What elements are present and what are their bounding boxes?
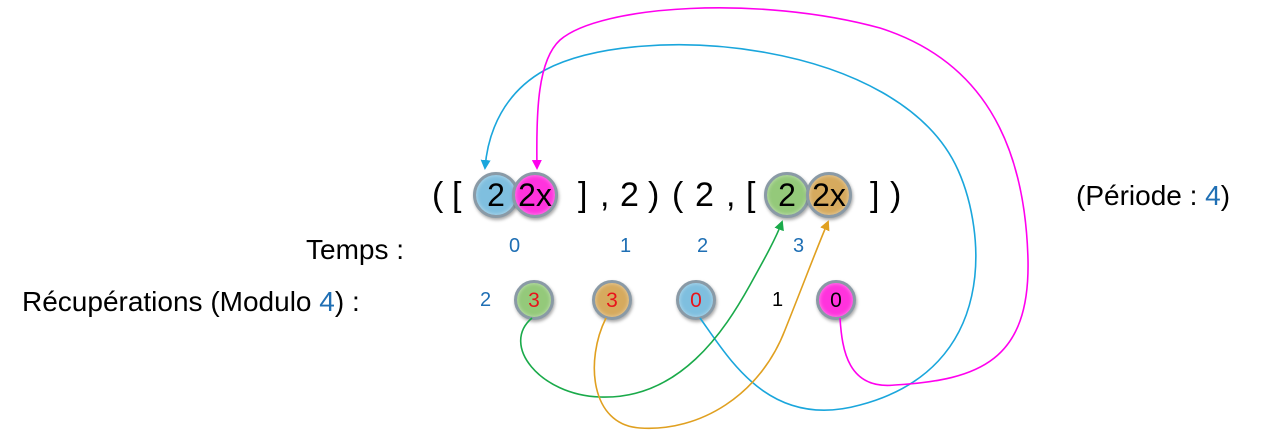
period-suffix: ) (1220, 180, 1231, 211)
blue-throw-arrow (480, 44, 977, 411)
temps-label: Temps : (306, 234, 405, 265)
recup-item-4: 1 (772, 289, 784, 311)
temps-value-1: 1 (620, 235, 632, 257)
ball-2x-magenta-label: 2x (518, 177, 552, 213)
close-bracket-1: ] (578, 176, 588, 214)
magenta-throw-arrow (531, 7, 1029, 387)
recup-item-1: 3 (528, 288, 540, 312)
recup-item-2: 3 (606, 288, 618, 312)
green-throw-arrow (519, 220, 784, 398)
close-bracket-2: ] (870, 176, 880, 214)
recup-item-0: 2 (480, 289, 492, 311)
open-paren-2: ( (672, 176, 684, 214)
recuperations-label: Récupérations (Modulo 4) : (22, 288, 360, 316)
number-2-a: 2 (620, 176, 639, 214)
recup-ball-magenta: 0 (816, 280, 856, 320)
open-bracket-1: [ (452, 176, 462, 214)
temps-value-3: 3 (793, 235, 805, 257)
recuperations-modulo: 4 (319, 286, 335, 317)
orange-throw-arrow (593, 220, 830, 430)
close-paren-2: ) (890, 176, 902, 214)
ball-2-blue: 2 (473, 172, 519, 218)
open-paren: ( (432, 176, 444, 214)
period-value: 4 (1205, 180, 1221, 211)
recup-item-3: 0 (690, 288, 702, 312)
period-label: (Période : 4) (1076, 182, 1230, 210)
recup-item-5: 0 (830, 288, 842, 312)
recuperations-prefix: Récupérations (Modulo (22, 286, 320, 317)
ball-2-green-label: 2 (778, 177, 796, 213)
comma-2: , (726, 176, 736, 214)
period-prefix: (Période : (1076, 180, 1206, 211)
recup-ball-blue: 0 (676, 280, 716, 320)
recuperations-suffix: ) : (334, 286, 360, 317)
open-bracket-2: [ (746, 176, 756, 214)
number-2-b: 2 (695, 176, 714, 214)
ball-2x-orange: 2x (806, 172, 852, 218)
ball-2x-magenta: 2x (512, 172, 558, 218)
temps-value-0: 0 (509, 235, 521, 257)
recup-ball-green: 3 (514, 280, 554, 320)
recup-ball-orange: 3 (592, 280, 632, 320)
close-paren-1: ) (648, 176, 660, 214)
ball-2x-orange-label: 2x (812, 177, 846, 213)
ball-2-blue-label: 2 (487, 177, 505, 213)
temps-value-2: 2 (697, 235, 709, 257)
comma-1: , (600, 176, 610, 214)
